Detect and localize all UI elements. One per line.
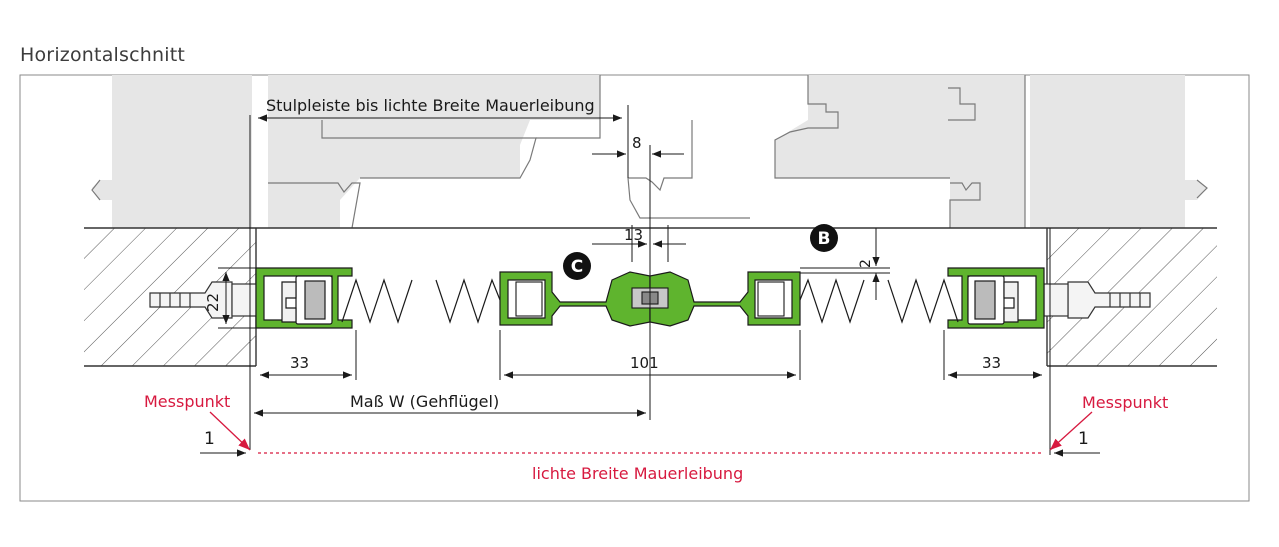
wall-anchor-left <box>149 281 257 319</box>
zigzag-right-b <box>887 278 959 324</box>
label-mass-w: Maß W (Gehflügel) <box>350 392 499 411</box>
label-stulpleiste: Stulpleiste bis lichte Breite Mauerleibu… <box>266 96 595 115</box>
label-dim-13: 13 <box>624 226 643 244</box>
marker-b-label: B <box>818 229 831 249</box>
diagram-title: Horizontalschnitt <box>20 44 186 66</box>
drawing-frame <box>19 74 1250 502</box>
label-dim-101: 101 <box>630 354 659 372</box>
frame-right-gray <box>775 75 1207 228</box>
label-one-right: 1 <box>1078 429 1089 449</box>
label-one-left: 1 <box>204 429 215 449</box>
label-dim-33-right: 33 <box>982 354 1001 372</box>
zigzag-left-b <box>435 278 501 324</box>
label-messpunkt-left: Messpunkt <box>144 392 230 411</box>
zigzag-right-a <box>799 278 865 324</box>
profile-right-insert <box>967 275 1019 325</box>
label-dim-2: 2 <box>858 259 874 268</box>
label-dim-8: 8 <box>632 134 642 152</box>
frame-right-outline <box>774 75 1208 228</box>
marker-b-badge: B <box>810 224 838 252</box>
zigzag-left-a <box>341 278 413 324</box>
label-messpunkt-right: Messpunkt <box>1082 393 1168 412</box>
label-lichte-breite: lichte Breite Mauerleibung <box>532 464 743 483</box>
label-dim-22: 22 <box>204 293 222 312</box>
profile-left-insert <box>281 275 333 325</box>
frame-left-gray <box>92 75 600 228</box>
wall-anchor-right <box>1043 281 1151 319</box>
marker-c-badge: C <box>563 252 591 280</box>
label-dim-33-left: 33 <box>290 354 309 372</box>
frame-left-outline <box>91 75 750 229</box>
marker-c-label: C <box>571 257 583 277</box>
